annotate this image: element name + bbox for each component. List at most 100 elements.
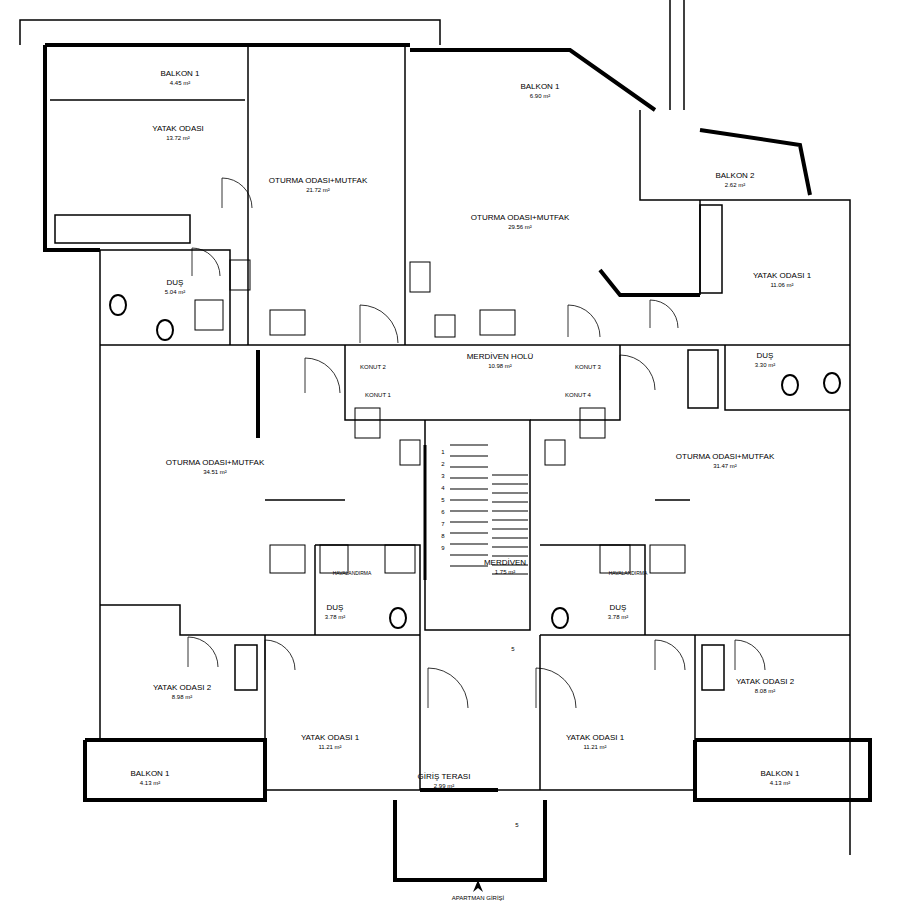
room-area: 5.04 m² [165,288,185,296]
wall-line [99,250,101,740]
stair-tread [492,492,528,493]
stair-tread [450,488,488,489]
thick-wall [410,50,655,110]
wall-line [315,545,420,635]
stair-tread [492,537,528,538]
room-area: 2.62 m² [715,181,754,189]
room: BALKON 22.62 m² [713,170,756,190]
stair-tread [450,554,488,555]
wall-line [314,545,316,635]
fixture [480,310,515,335]
stair-tread [450,466,488,467]
thick-wall [256,350,260,438]
thick-wall [395,800,545,880]
room-name: OTURMA ODASI+MUTFAK [676,452,774,462]
fixture [435,315,455,337]
room-area: 21.72 m² [269,186,367,194]
wall-line [100,605,420,635]
stair-number: 9 [441,545,444,552]
room-name: BALKON 1 [160,69,199,79]
toilet [157,320,173,340]
wall-line [694,635,696,745]
room: BALKON 16.90 m² [518,81,561,101]
wardrobe [55,215,190,243]
fixture [580,408,605,438]
wall-line [655,499,690,501]
toilet [110,295,126,315]
room: YATAK ODASI 28.08 m² [734,676,796,696]
room: OTURMA ODASI+MUTFAK34.51 m² [164,457,266,477]
entrance-mark [473,880,483,892]
room: OTURMA ODASI+MUTFAK29.56 m² [469,212,571,232]
wall-line [20,20,440,45]
door-swing [188,637,218,667]
door-swing [620,355,655,390]
room: DUŞ3.78 m² [606,602,630,622]
stair-number: 1 [441,449,444,456]
room-name: DUŞ [165,278,185,288]
fixture [270,310,305,335]
room-name: GİRİŞ TERASI [418,772,471,782]
stair-tread [492,474,528,475]
room-name: BALKON 1 [520,82,559,92]
thick-wall [420,788,498,792]
stair-tread [492,510,528,511]
wall-line [100,250,230,345]
stair-tread [450,543,488,544]
wardrobe [235,645,257,690]
wardrobe [700,205,722,293]
plan-label: KONUT 2 [360,364,386,371]
wall-line [725,345,850,410]
wall-line [265,499,345,501]
wall-line [420,789,540,791]
door-swing [265,640,295,670]
stair-tread [450,510,488,511]
room-area: 8.08 m² [736,687,794,695]
room-area: 4.13 m² [760,779,799,787]
fixture [410,262,430,292]
room-area: 11.21 m² [301,743,359,751]
thick-wall [600,270,700,295]
plan-label: 5 [515,822,518,829]
wall-line [247,45,249,345]
stair-tread [450,455,488,456]
room-name: YATAK ODASI 1 [566,733,624,743]
plan-label: KONUT 4 [565,392,591,399]
room-name: DUŞ [608,603,628,613]
room-area: 8.98 m² [153,693,211,701]
room: YATAK ODASI 28.98 m² [151,682,213,702]
toilet [552,608,568,628]
thick-wall [45,45,100,250]
room-area: 3.78 m² [608,613,628,621]
door-swing [428,668,468,708]
stair-tread [492,546,528,547]
stair-number: 3 [441,473,444,480]
room-name: YATAK ODASI 2 [736,677,794,687]
stair-tread [450,532,488,533]
fixture [650,545,685,573]
stair-number: 8 [441,533,444,540]
toilet [824,373,840,393]
room-name: YATAK ODASI [152,124,204,134]
door-swing [360,305,398,343]
room-area: 29.56 m² [471,223,569,231]
room-area: 10.98 m² [467,362,534,370]
fixture [195,300,223,330]
room-area: 34.51 m² [166,468,264,476]
room-name: BALKON 1 [760,769,799,779]
room: BALKON 14.13 m² [128,768,171,788]
wall-line [669,0,671,110]
room-name: OTURMA ODASI+MUTFAK [166,458,264,468]
wall-line [265,789,420,791]
stair-tread [450,565,488,566]
wall-line [683,0,685,110]
plan-label: APARTMAN GİRİŞİ [452,895,504,902]
room-area: 31.47 m² [676,462,774,470]
room-area: 1.75 m² [484,568,526,576]
fixture [320,545,348,573]
thick-wall [695,740,870,800]
room-area: 11.06 m² [753,281,811,289]
plan-label: KONUT 1 [365,392,391,399]
room-name: YATAK ODASI 2 [153,683,211,693]
plan-label: HAVALANDIRMA [333,570,372,577]
